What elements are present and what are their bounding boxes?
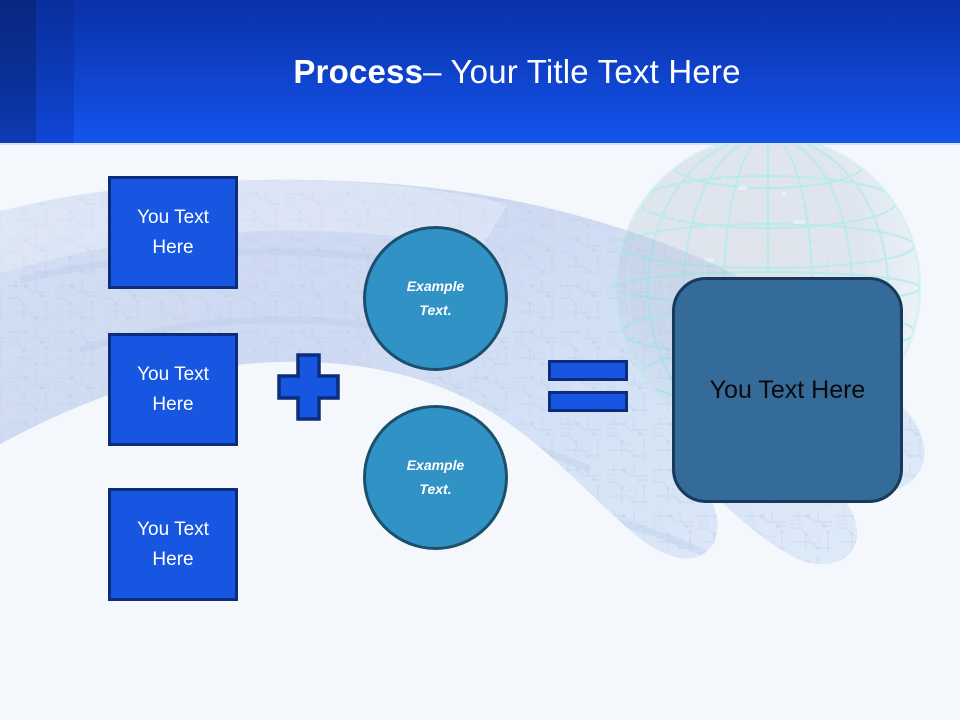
result-box[interactable]: You Text Here bbox=[672, 277, 903, 503]
equals-bar-bottom bbox=[548, 391, 628, 412]
header-underline bbox=[0, 143, 960, 145]
example-circle-1-line1: Example bbox=[406, 278, 465, 295]
input-box-1[interactable]: You Text Here bbox=[108, 176, 238, 289]
plus-icon bbox=[277, 353, 340, 421]
example-circle-2-line1: Example bbox=[406, 457, 465, 474]
example-circle-1[interactable]: Example Text. bbox=[363, 226, 508, 371]
page-title: Process – Your Title Text Here bbox=[74, 0, 960, 143]
example-circle-1-line2: Text. bbox=[419, 301, 452, 318]
equals-bar-top bbox=[548, 360, 628, 381]
page-title-rest: – Your Title Text Here bbox=[423, 52, 741, 90]
input-box-3[interactable]: You Text Here bbox=[108, 488, 238, 601]
header-accent-stripe-inner bbox=[36, 0, 74, 143]
equals-icon bbox=[548, 360, 630, 414]
example-circle-1-label: Example Text. bbox=[407, 275, 465, 321]
header-accent-stripe-outer bbox=[0, 0, 36, 143]
input-box-2[interactable]: You Text Here bbox=[108, 333, 238, 446]
page-title-bold: Process bbox=[293, 52, 424, 90]
example-circle-2-line2: Text. bbox=[419, 480, 452, 497]
example-circle-2-label: Example Text. bbox=[407, 454, 465, 500]
example-circle-2[interactable]: Example Text. bbox=[363, 405, 508, 550]
slide-header: Process – Your Title Text Here bbox=[0, 0, 960, 143]
